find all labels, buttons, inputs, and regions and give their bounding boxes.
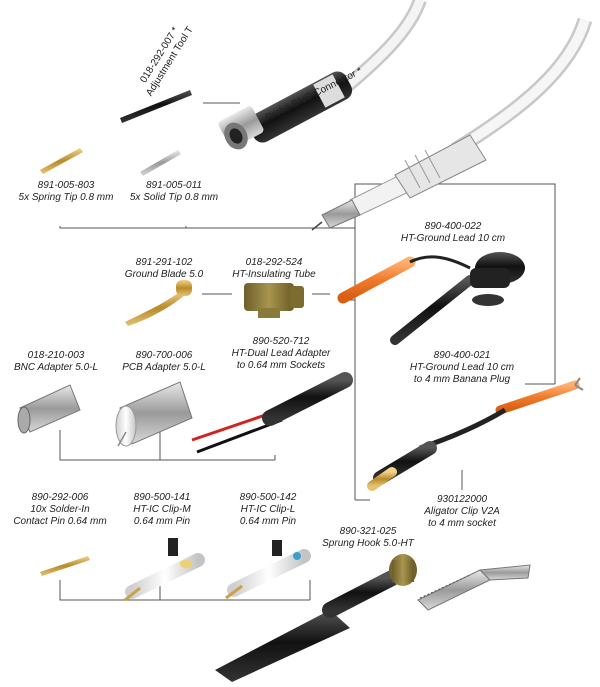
spring-tip-code: 891-005-803 [37, 180, 95, 191]
ic-clip-l-label: 890-500-142 HT-IC Clip-L 0.64 mm Pin [226, 492, 310, 528]
ground-lead-10cm-image [337, 252, 525, 345]
dual-lead-adapter-name: HT-Dual Lead Adapter [231, 348, 331, 359]
ground-blade-name: Ground Blade 5.0 [124, 269, 204, 280]
ic-clip-l-code: 890-500-142 [239, 492, 297, 503]
ic-clip-m-label: 890-500-141 HT-IC Clip-M 0.64 mm Pin [120, 492, 204, 528]
spring-tip-name: 5x Spring Tip 0.8 mm [18, 192, 114, 203]
bnc-adapter-name: BNC Adapter 5.0-L [13, 362, 99, 373]
ground-blade-code: 891-291-102 [135, 257, 193, 268]
aligator-clip-name: Aligator Clip V2A [424, 506, 500, 517]
ground-lead-banana-label: 890-400-021 HT-Ground Lead 10 cm to 4 mm… [404, 350, 520, 386]
ground-lead-banana-code: 890-400-021 [433, 350, 491, 361]
insulating-tube-name: HT-Insulating Tube [232, 269, 316, 280]
ic-clip-m-image [124, 538, 205, 602]
aligator-clip-code: 930122000 [436, 494, 488, 505]
ground-lead-banana-image [367, 377, 584, 491]
spring-tip-image [40, 148, 83, 174]
connector-lines [59, 102, 556, 601]
ground-lead-banana-name: HT-Ground Lead 10 cm [409, 362, 515, 373]
insulating-tube-image [244, 283, 304, 318]
dual-lead-adapter-code: 890-520-712 [252, 336, 310, 347]
ground-blade-image [125, 280, 192, 326]
ground-lead-10-name: HT-Ground Lead 10 cm [400, 233, 506, 244]
sprung-hook-code: 890-321-025 [339, 526, 397, 537]
ic-clip-l-image [225, 540, 311, 600]
aligator-clip-name2: to 4 mm socket [428, 518, 496, 529]
solid-tip-code: 891-005-011 [146, 180, 202, 191]
dual-lead-adapter-label: 890-520-712 HT-Dual Lead Adapter to 0.64… [226, 336, 336, 372]
adjustment-tool-image [120, 90, 192, 123]
sprung-hook-image [215, 554, 417, 682]
ground-blade-label: 891-291-102 Ground Blade 5.0 [120, 257, 208, 281]
ground-lead-10-code: 890-400-022 [424, 221, 482, 232]
pcb-adapter-image [115, 381, 193, 447]
aligator-clip-label: 930122000 Aligator Clip V2A to 4 mm sock… [412, 494, 512, 530]
ic-clip-m-name: HT-IC Clip-M [133, 504, 191, 515]
pcb-adapter-code: 890-700-006 [135, 350, 193, 361]
solid-tip-label: 891-005-011 5x Solid Tip 0.8 mm [126, 180, 222, 204]
dual-lead-adapter-image [191, 372, 353, 454]
solder-pin-label: 890-292-006 10x Solder-In Contact Pin 0.… [10, 492, 110, 528]
ic-clip-l-name: HT-IC Clip-L [240, 504, 296, 515]
pcb-adapter-label: 890-700-006 PCB Adapter 5.0-L [116, 350, 212, 374]
bnc-adapter-code: 018-210-003 [27, 350, 85, 361]
sprung-hook-name: Sprung Hook 5.0-HT [322, 538, 414, 549]
insulating-tube-label: 018-292-524 HT-Insulating Tube [226, 257, 322, 281]
probe-bnc-connector-image [218, 71, 353, 150]
solder-pin-name2: Contact Pin 0.64 mm [13, 516, 107, 527]
sprung-hook-label: 890-321-025 Sprung Hook 5.0-HT [320, 526, 416, 550]
ic-clip-m-code: 890-500-141 [133, 492, 191, 503]
ic-clip-m-name2: 0.64 mm Pin [133, 516, 191, 527]
solder-pin-image [40, 556, 90, 576]
pcb-adapter-name: PCB Adapter 5.0-L [122, 362, 206, 373]
bnc-adapter-label: 018-210-003 BNC Adapter 5.0-L [8, 350, 104, 374]
spring-tip-label: 891-005-803 5x Spring Tip 0.8 mm [18, 180, 114, 204]
probe-body-image [311, 134, 487, 231]
solder-pin-name: 10x Solder-In [30, 504, 90, 515]
aligator-clip-image [417, 564, 531, 611]
ground-lead-10-label: 890-400-022 HT-Ground Lead 10 cm [398, 221, 508, 245]
solder-pin-code: 890-292-006 [31, 492, 89, 503]
solid-tip-image [140, 150, 181, 176]
ic-clip-l-name2: 0.64 mm Pin [239, 516, 297, 527]
bnc-adapter-image [17, 384, 81, 434]
ground-lead-banana-name2: to 4 mm Banana Plug [413, 374, 511, 385]
probe-cable [325, 0, 593, 157]
solid-tip-name: 5x Solid Tip 0.8 mm [129, 192, 219, 203]
insulating-tube-code: 018-292-524 [245, 257, 303, 268]
dual-lead-adapter-name2: to 0.64 mm Sockets [236, 360, 326, 371]
